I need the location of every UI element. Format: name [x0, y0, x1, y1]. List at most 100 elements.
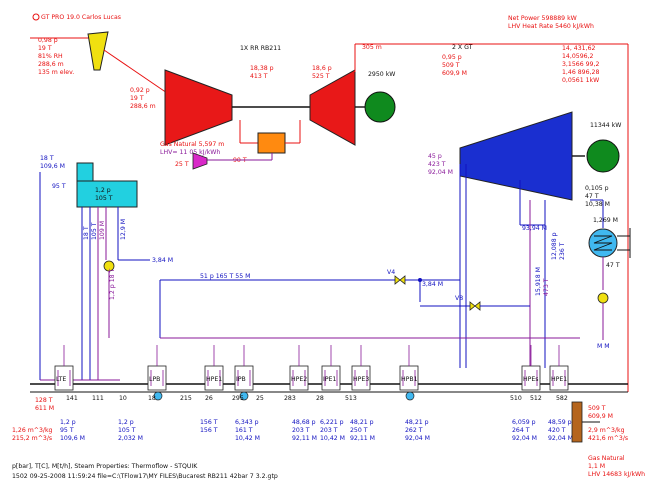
gt-inlet-line-5: 135 m elev. — [38, 69, 74, 76]
bfp-label: 1,2 p 18 T — [109, 268, 116, 300]
st-exh-m: 10,38 M — [585, 201, 610, 208]
multi-gt-t: 509 T — [442, 62, 460, 69]
hrsg-bottom-value: 262 T — [405, 427, 423, 434]
gt-comp-inlet-labels: 0,92 p 19 T 288,6 m — [130, 87, 156, 110]
gt-inlet-line-3: 81% RH — [38, 53, 63, 60]
hrsg-bottom-value: 10,42 M — [235, 435, 260, 442]
condensate-pump — [597, 292, 609, 304]
deaerator-lines — [81, 207, 119, 380]
st-inlet-t: 423 T — [428, 161, 446, 168]
hrsg-component-label: HPB1 — [401, 376, 418, 383]
gt-inlet-labels: 0,98 p 19 T 81% RH 288,6 m 135 m elev. — [38, 37, 74, 76]
hrsg-right-gas-1: 2,9 m^3/kg — [588, 427, 625, 434]
hrsg-bottom-value: 1,2 p — [118, 419, 134, 426]
valve-v8-icon[interactable] — [469, 301, 481, 311]
hrsg-node-number: 111 — [92, 395, 104, 402]
hrsg-bottom-value: 6,221 p — [320, 419, 344, 426]
hrsg-right-gas-2: 421,6 m^3/s — [588, 435, 628, 442]
hrsg-component-label: IPE1 — [323, 376, 336, 383]
hrsg-component-label: LTE — [56, 376, 66, 383]
hrsg-bottom-value: 6,343 p — [235, 419, 259, 426]
deaerator-tank — [76, 180, 138, 208]
hrsg-bottom-value: 48,68 p — [292, 419, 316, 426]
hrsg-node-number: 26 — [205, 395, 213, 402]
hrsg-bottom-value: 95 T — [60, 427, 74, 434]
hrsg-bottom-value: 92,11 M — [292, 435, 317, 442]
st-extraction-3-m: 15,918 M — [535, 267, 542, 296]
duct-burner-flow: 1,1 M — [588, 463, 605, 470]
hrsg-left-t: 128 T — [35, 397, 53, 404]
st-inlet-p: 45 p — [428, 153, 442, 160]
multi-gt-label: 2 X GT — [452, 44, 473, 51]
st-exh-t: 47 T — [585, 193, 599, 200]
hrsg-bottom-value: 92,04 M — [548, 435, 573, 442]
hrsg-bottom-value: 6,059 p — [512, 419, 536, 426]
net-power: Net Power 598889 kW — [508, 15, 577, 22]
hrsg-bottom-value: 92,04 M — [512, 435, 537, 442]
stack-val-5: 0,0561 1kW — [562, 77, 599, 84]
footer-units: p[bar], T[C], M[t/h], Steam Properties: … — [12, 463, 198, 470]
v4-flow: 3,84 M — [422, 281, 443, 288]
inlet-filter-icon — [87, 31, 109, 71]
dea-line-4: 12,9 M — [120, 219, 127, 240]
hrsg-bottom-value: 156 T — [200, 427, 218, 434]
hrsg-coil-icon — [57, 370, 71, 386]
comp-out-p: 18,38 p — [250, 65, 274, 72]
gas-turbine-expander — [309, 69, 356, 146]
hrsg-drum-icon — [405, 391, 415, 401]
st-exh-p: 0,105 p — [585, 185, 609, 192]
stack-right-labels: 14, 431,62 14,0596,2 3,1566 99,2 1,46 89… — [562, 45, 599, 84]
hrsg-coil-icon — [552, 370, 566, 386]
condenser-out-t: 47 T — [606, 262, 620, 269]
hrsg-bottom-value: 161 T — [235, 427, 253, 434]
hrsg-component-label: IPB — [236, 376, 246, 383]
valve-v4-icon[interactable] — [394, 275, 406, 285]
hrsg-drum-icon — [153, 391, 163, 401]
dea-left-m: 109,6 M — [40, 163, 65, 170]
valve-v8-label: V8 — [455, 295, 463, 302]
hrsg-bottom-value: 48,21 p — [405, 419, 429, 426]
gt-model-label: 1X RR RB211 — [240, 45, 281, 52]
hrsg-bottom-value: 1,2 p — [60, 419, 76, 426]
hrsg-component-label: HPE1 — [551, 376, 567, 383]
gt-gen-power: 2950 kW — [368, 71, 395, 78]
turb-in-t: 525 T — [312, 73, 330, 80]
hrsg-coil-icon — [292, 370, 306, 386]
hrsg-node-number: 582 — [556, 395, 568, 402]
hrsg-component-label: HPE3 — [353, 376, 369, 383]
stack-val-2: 14,0596,2 — [562, 53, 594, 60]
dea-t: 105 T — [95, 195, 113, 202]
hrsg-bottom-value: 203 T — [292, 427, 310, 434]
valve-v4-label: V4 — [387, 269, 395, 276]
hrsg-component-label: HPE1 — [206, 376, 222, 383]
dea-left-t: 18 T — [40, 155, 54, 162]
combustor — [257, 132, 286, 154]
hrsg-node-number: 28 — [316, 395, 324, 402]
comp-inlet-p: 0,92 p — [130, 87, 150, 94]
fuel-compressor-icon — [192, 152, 208, 170]
dea-p: 1,2 p — [95, 187, 111, 194]
hrsg-coil-icon — [524, 370, 538, 386]
multi-gt-p: 0,95 p — [442, 54, 462, 61]
hrsg-node-number: 283 — [284, 395, 296, 402]
gas-turbine-compressor — [164, 69, 233, 146]
lhv-heat-rate: LHV Heat Rate 5460 kJ/kWh — [508, 23, 594, 30]
comp-out-t: 413 T — [250, 73, 268, 80]
hrsg-bottom-value: 92,11 M — [350, 435, 375, 442]
stack-val-1: 14, 431,62 — [562, 45, 596, 52]
hrsg-node-number: 18 — [148, 395, 156, 402]
st-extraction-3-t: 473 T — [543, 278, 550, 296]
deaerator-vent — [76, 162, 94, 182]
hrsg-bottom-value: 2,032 M — [118, 435, 143, 442]
st-exhaust-labels: 0,105 p 47 T 10,38 M — [585, 185, 610, 208]
duct-burner-fuel: Gas Natural — [588, 455, 625, 462]
hrsg-bottom-value: 48,59 p — [548, 419, 572, 426]
hrsg-node-number: 10 — [119, 395, 127, 402]
st-generator — [586, 139, 620, 173]
hrsg-bottom-value: 48,21 p — [350, 419, 374, 426]
comp-out-labels: 18,38 p 413 T 18,6 p 525 T — [250, 65, 332, 80]
program-title: GT PRO 19.0 Carlos Lucas — [41, 14, 121, 21]
hrsg-stack-t: 509 T — [588, 405, 606, 412]
fuel-temp: 25 T — [175, 161, 189, 168]
